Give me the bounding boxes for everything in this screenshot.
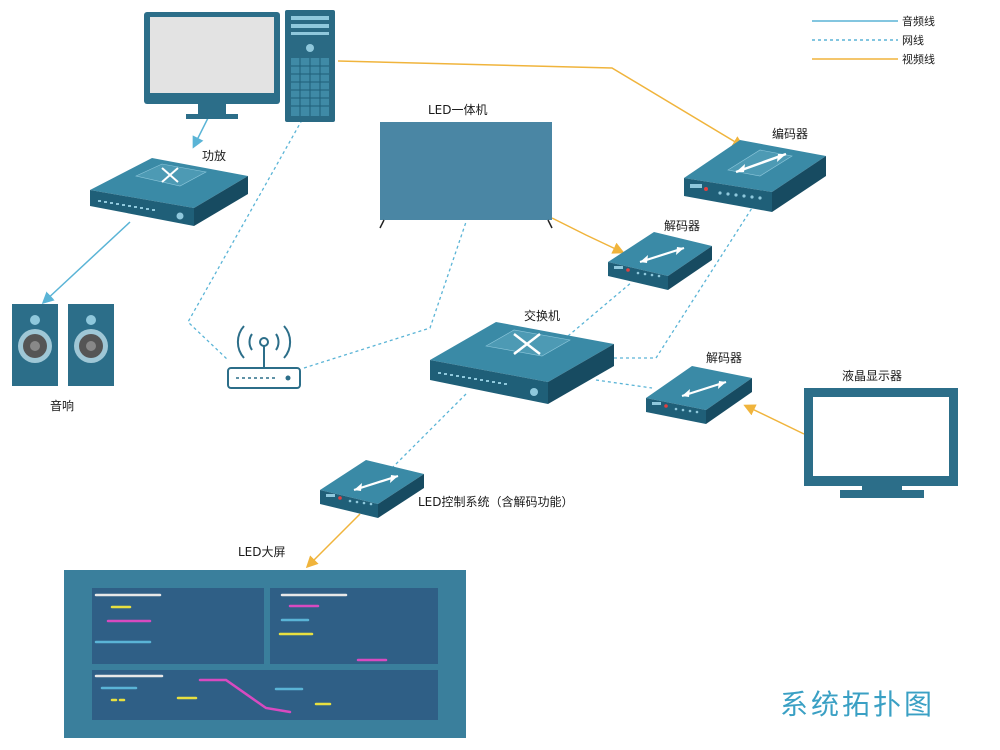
- net-line-switch-to-ledctrl: [385, 393, 467, 475]
- speakers-label: 音响: [50, 398, 74, 413]
- video-line-ledctrl-to-screen: [305, 513, 361, 569]
- legend: 音频线 网线 视频线: [812, 14, 935, 66]
- led-all-in-one-label: LED一体机: [428, 103, 488, 117]
- lcd-monitor: [804, 388, 958, 498]
- encoder-device: [684, 140, 826, 212]
- amplifier-device: [90, 158, 248, 226]
- legend-audio-label: 音频线: [902, 14, 935, 28]
- switch-device: [430, 322, 614, 404]
- net-line-switch-to-decoder-right: [595, 379, 653, 389]
- crossover-icon: [513, 333, 541, 355]
- led-control-label: LED控制系统（含解码功能）: [418, 494, 574, 509]
- amplifier-label: 功放: [202, 148, 226, 163]
- audio-line-amp-to-speakers: [41, 221, 131, 305]
- speakers: [12, 304, 114, 386]
- diagram-title: 系统拓扑图: [780, 688, 935, 721]
- connections: [41, 60, 805, 569]
- computer-monitor: [144, 12, 280, 119]
- net-line-switch-to-encoder: [614, 207, 753, 359]
- legend-network-label: 网线: [902, 33, 924, 47]
- video-line-pc-to-encoder: [337, 60, 745, 148]
- decoder-right-device: [646, 366, 752, 424]
- router: [227, 325, 301, 389]
- led-control-device: [320, 460, 424, 518]
- decoder-right-label: 解码器: [706, 351, 742, 365]
- led-big-screen-label: LED大屏: [238, 545, 286, 559]
- speaker-left: [12, 304, 58, 386]
- led-all-in-one: [379, 122, 553, 229]
- decoder-top-label: 解码器: [664, 219, 700, 233]
- speaker-right: [68, 304, 114, 386]
- switch-label: 交换机: [524, 308, 560, 323]
- legend-video-label: 视频线: [902, 52, 935, 66]
- net-line-router-to-switch: [303, 221, 467, 369]
- video-line-lcd-to-decoder: [743, 404, 805, 435]
- audio-line-pc-to-amp: [192, 117, 209, 149]
- computer-tower: [285, 10, 335, 122]
- led-big-screen: [64, 570, 466, 738]
- video-line-led-aio-to-decoder: [551, 217, 625, 254]
- decoder-top-device: [608, 232, 712, 290]
- crossover-icon: [161, 167, 179, 183]
- net-line-switch-to-decoder: [567, 281, 633, 337]
- encoder-label: 编码器: [772, 126, 808, 141]
- lcd-monitor-label: 液晶显示器: [842, 368, 902, 383]
- computer: [144, 10, 335, 122]
